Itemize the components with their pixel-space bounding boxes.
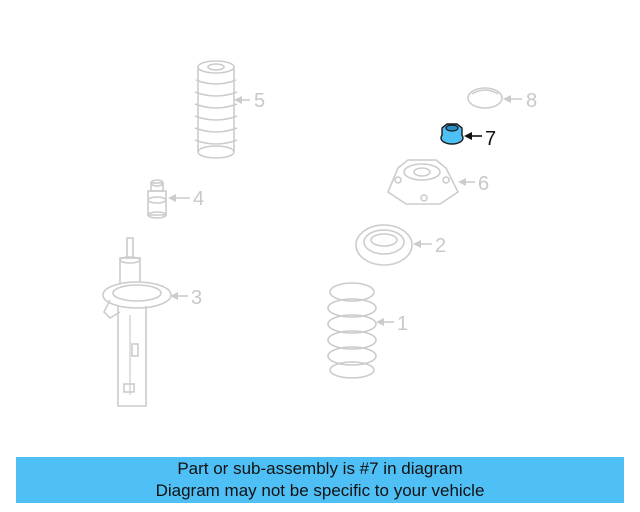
callout-1-label: 1 <box>397 313 408 335</box>
callout-8-label: 8 <box>526 90 537 112</box>
info-banner: Part or sub-assembly is #7 in diagram Di… <box>16 457 624 503</box>
callout-1[interactable]: 1 <box>376 313 408 335</box>
callout-5[interactable]: 5 <box>234 90 265 112</box>
part-2-spring-seat[interactable] <box>355 224 413 266</box>
part-8-cap[interactable] <box>467 87 503 109</box>
part-7-nut[interactable] <box>440 123 464 145</box>
callout-3-label: 3 <box>191 287 202 309</box>
part-6-strut-mount[interactable] <box>387 159 460 205</box>
callout-8[interactable]: 8 <box>503 90 537 112</box>
callout-3[interactable]: 3 <box>170 287 202 309</box>
part-4-bump-stop[interactable] <box>147 179 167 219</box>
callout-2-label: 2 <box>435 235 446 257</box>
parts-diagram: 5 4 3 8 <box>102 60 537 407</box>
part-5-dust-boot[interactable] <box>194 60 238 159</box>
callout-7-label: 7 <box>485 128 496 150</box>
callout-5-label: 5 <box>254 90 265 112</box>
callout-6[interactable]: 6 <box>458 173 489 195</box>
part-1-coil-spring[interactable] <box>327 282 377 379</box>
callout-4[interactable]: 4 <box>168 188 204 210</box>
callout-7[interactable]: 7 <box>464 128 496 150</box>
part-3-strut[interactable] <box>102 237 172 407</box>
banner-line-disclaimer: Diagram may not be specific to your vehi… <box>155 481 485 500</box>
callout-6-label: 6 <box>478 173 489 195</box>
callout-4-label: 4 <box>193 188 204 210</box>
banner-line-part: Part or sub-assembly is #7 in diagram <box>177 459 463 478</box>
callout-2[interactable]: 2 <box>413 235 446 257</box>
